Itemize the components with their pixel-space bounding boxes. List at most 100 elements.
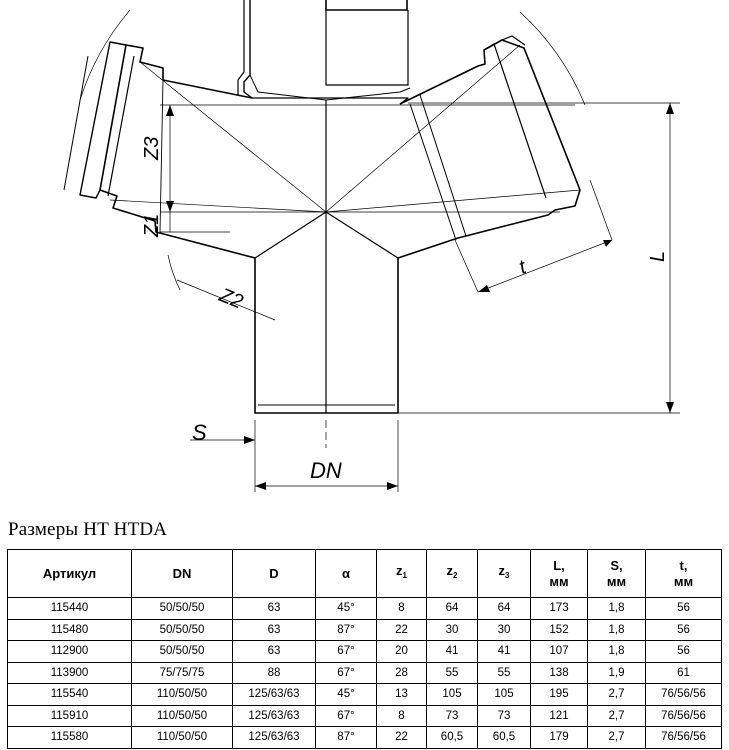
- z2-label: Z2: [215, 284, 246, 314]
- column-header: t,мм: [645, 549, 722, 598]
- table-cell: 87°: [315, 726, 377, 749]
- table-cell: 30: [426, 618, 478, 641]
- column-header: D: [232, 549, 316, 598]
- top-socket-outline: [325, 0, 408, 11]
- table-cell: 13: [376, 683, 427, 706]
- column-header-unit: мм: [673, 573, 694, 589]
- table-cell: 110/50/50: [131, 726, 233, 749]
- table-cell: 50/50/50: [131, 618, 233, 641]
- table-cell: 30: [477, 618, 531, 641]
- table-cell: 138: [530, 661, 588, 684]
- t-label: t: [516, 256, 530, 279]
- table-cell: 8: [376, 704, 427, 727]
- table-cell: 2,7: [587, 683, 646, 706]
- column-header: z3: [477, 549, 531, 598]
- column-header: DN: [131, 549, 233, 598]
- table-cell: 115440: [7, 597, 132, 620]
- table-cell: 115910: [7, 704, 132, 727]
- column-header-label: DN: [172, 565, 192, 581]
- column-header-subscript: 2: [453, 571, 458, 580]
- z1-label: Z1: [141, 214, 163, 238]
- column-header-label: z: [498, 563, 506, 578]
- column-header-label: α: [342, 565, 350, 581]
- table-cell: 152: [530, 618, 588, 641]
- table-cell: 113900: [7, 661, 132, 684]
- table-cell: 63: [232, 597, 316, 620]
- table-cell: 45°: [315, 597, 377, 620]
- z3-label: Z3: [141, 137, 163, 161]
- table-cell: 28: [376, 661, 427, 684]
- table-cell: 125/63/63: [232, 726, 316, 749]
- table-cell: 105: [477, 683, 531, 706]
- table-cell: 50/50/50: [131, 640, 233, 663]
- column-header: z1: [376, 549, 427, 598]
- table-cell: 76/56/56: [645, 683, 722, 706]
- table-cell: 73: [426, 704, 478, 727]
- table-cell: 75/75/75: [131, 661, 233, 684]
- s-label: S: [192, 420, 207, 445]
- column-header-unit: мм: [606, 573, 627, 589]
- column-header-label: Артикул: [42, 565, 97, 581]
- table-cell: 195: [530, 683, 588, 706]
- table-cell: 112900: [7, 640, 132, 663]
- table-cell: 107: [530, 640, 588, 663]
- table-cell: 115540: [7, 683, 132, 706]
- table-cell: 110/50/50: [131, 704, 233, 727]
- table-cell: 56: [645, 640, 722, 663]
- table-cell: 60,5: [477, 726, 531, 749]
- column-header-unit: мм: [549, 573, 569, 589]
- table-cell: 67°: [315, 704, 377, 727]
- table-cell: 20: [376, 640, 427, 663]
- table-cell: 1,8: [587, 618, 646, 641]
- column-header: Артикул: [7, 549, 132, 598]
- column-header-label: S,: [610, 557, 623, 573]
- table-cell: 56: [645, 618, 722, 641]
- table-cell: 67°: [315, 640, 377, 663]
- table-cell: 179: [530, 726, 588, 749]
- table-cell: 55: [426, 661, 478, 684]
- column-header-label: z: [396, 563, 403, 578]
- technical-drawing: Z3 Z1 Z2 t L S DN: [63, 0, 680, 492]
- table-cell: 125/63/63: [232, 683, 316, 706]
- column-header-label: L,: [553, 557, 565, 573]
- table-cell: 2,7: [587, 726, 646, 749]
- table-cell: 2,7: [587, 704, 646, 727]
- table-cell: 60,5: [426, 726, 478, 749]
- table-caption: Размеры HT HTDA: [8, 519, 168, 540]
- table-cell: 67°: [315, 661, 377, 684]
- table-cell: 1,8: [587, 597, 646, 620]
- table-cell: 41: [477, 640, 531, 663]
- table-cell: 76/56/56: [645, 704, 722, 727]
- table-cell: 61: [645, 661, 722, 684]
- column-header-subscript: 1: [402, 571, 407, 580]
- table-cell: 64: [477, 597, 531, 620]
- table-cell: 41: [426, 640, 478, 663]
- table-cell: 45°: [315, 683, 377, 706]
- table-cell: 63: [232, 640, 316, 663]
- table-cell: 73: [477, 704, 531, 727]
- table-cell: 173: [530, 597, 588, 620]
- table-cell: 1,9: [587, 661, 646, 684]
- left-branch-outline: [99, 44, 256, 259]
- table-cell: 64: [426, 597, 478, 620]
- table-cell: 125/63/63: [232, 704, 316, 727]
- table-cell: 115480: [7, 618, 132, 641]
- table-cell: 50/50/50: [131, 597, 233, 620]
- table-cell: 76/56/56: [645, 726, 722, 749]
- table-cell: 22: [376, 618, 427, 641]
- table-cell: 87°: [315, 618, 377, 641]
- table-cell: 121: [530, 704, 588, 727]
- table-cell: 1,8: [587, 640, 646, 663]
- dn-label: DN: [310, 458, 342, 483]
- table-cell: 8: [376, 597, 427, 620]
- column-header: z2: [426, 549, 478, 598]
- column-header-label: t,: [679, 557, 688, 573]
- l-label: L: [647, 251, 669, 262]
